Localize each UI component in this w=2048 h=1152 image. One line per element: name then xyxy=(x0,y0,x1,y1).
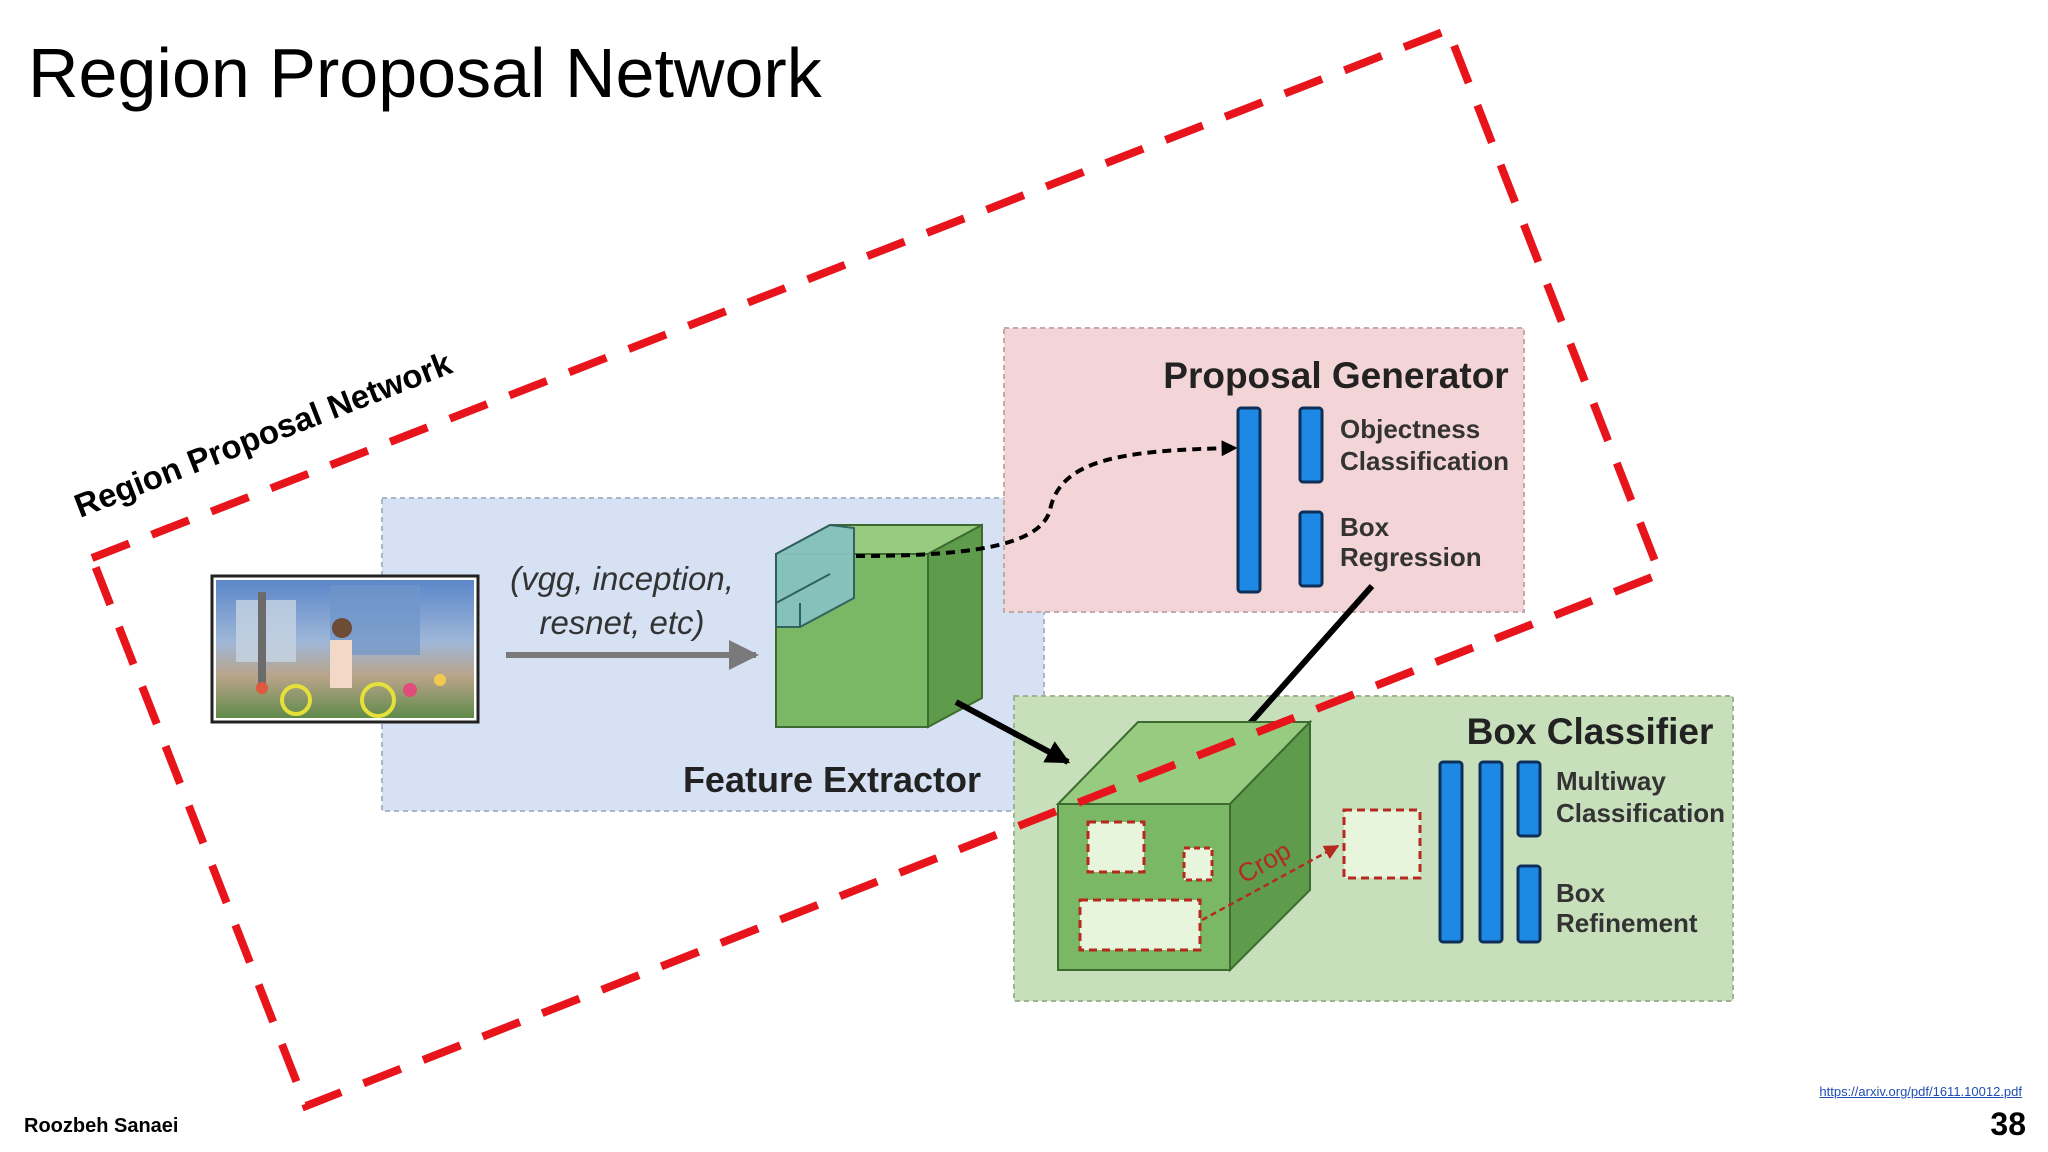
multiway-layer-bar xyxy=(1516,760,1542,838)
box-regression-layer-bar xyxy=(1298,510,1324,588)
source-link[interactable]: https://arxiv.org/pdf/1611.10012.pdf xyxy=(1819,1084,2022,1099)
sliding-window-slice xyxy=(775,523,855,628)
feature-map-cube xyxy=(775,523,983,729)
backbone-label-line1: (vgg, inception, xyxy=(510,560,734,597)
crop-arrow xyxy=(1201,844,1340,922)
slide-title: Region Proposal Network xyxy=(28,34,822,112)
classifier-cube xyxy=(1055,719,1313,973)
input-photo xyxy=(210,574,480,724)
objectness-layer-bar xyxy=(1298,406,1324,484)
box-regression-label-line2: Regression xyxy=(1340,542,1482,572)
box-refinement-label-line2: Refinement xyxy=(1556,908,1698,938)
backbone-label-line2: resnet, etc) xyxy=(539,604,704,641)
proposal-generator-title: Proposal Generator xyxy=(1163,355,1508,396)
box-regression-label-line1: Box xyxy=(1340,512,1390,542)
author-name: Roozbeh Sanaei xyxy=(24,1115,179,1137)
box-refinement-layer-bar xyxy=(1516,864,1542,944)
feature-extractor-label: Feature Extractor xyxy=(683,759,981,800)
page-number: 38 xyxy=(1990,1106,2026,1142)
features-to-classifier-arrow xyxy=(954,699,1071,765)
box-refinement-label-line1: Box xyxy=(1556,878,1606,908)
proposal-flow-arrow xyxy=(855,440,1238,558)
rpn-outline xyxy=(86,24,1666,1112)
objectness-label-line1: Objectness xyxy=(1340,414,1480,444)
classifier-layer-bar xyxy=(1478,760,1504,944)
multiway-label-line2: Classification xyxy=(1556,798,1725,828)
region-proposal-box xyxy=(1182,846,1214,882)
proposal-generator-panel xyxy=(1003,327,1525,613)
classifier-layer-bar xyxy=(1438,760,1464,944)
multiway-label-line1: Multiway xyxy=(1556,766,1666,796)
cropped-region-box xyxy=(1342,808,1422,880)
proposal-feature-bar xyxy=(1236,406,1262,594)
region-proposal-box xyxy=(1086,820,1146,874)
box-classifier-title: Box Classifier xyxy=(1467,711,1714,752)
objectness-label-line2: Classification xyxy=(1340,446,1509,476)
region-proposal-box xyxy=(1078,898,1202,952)
